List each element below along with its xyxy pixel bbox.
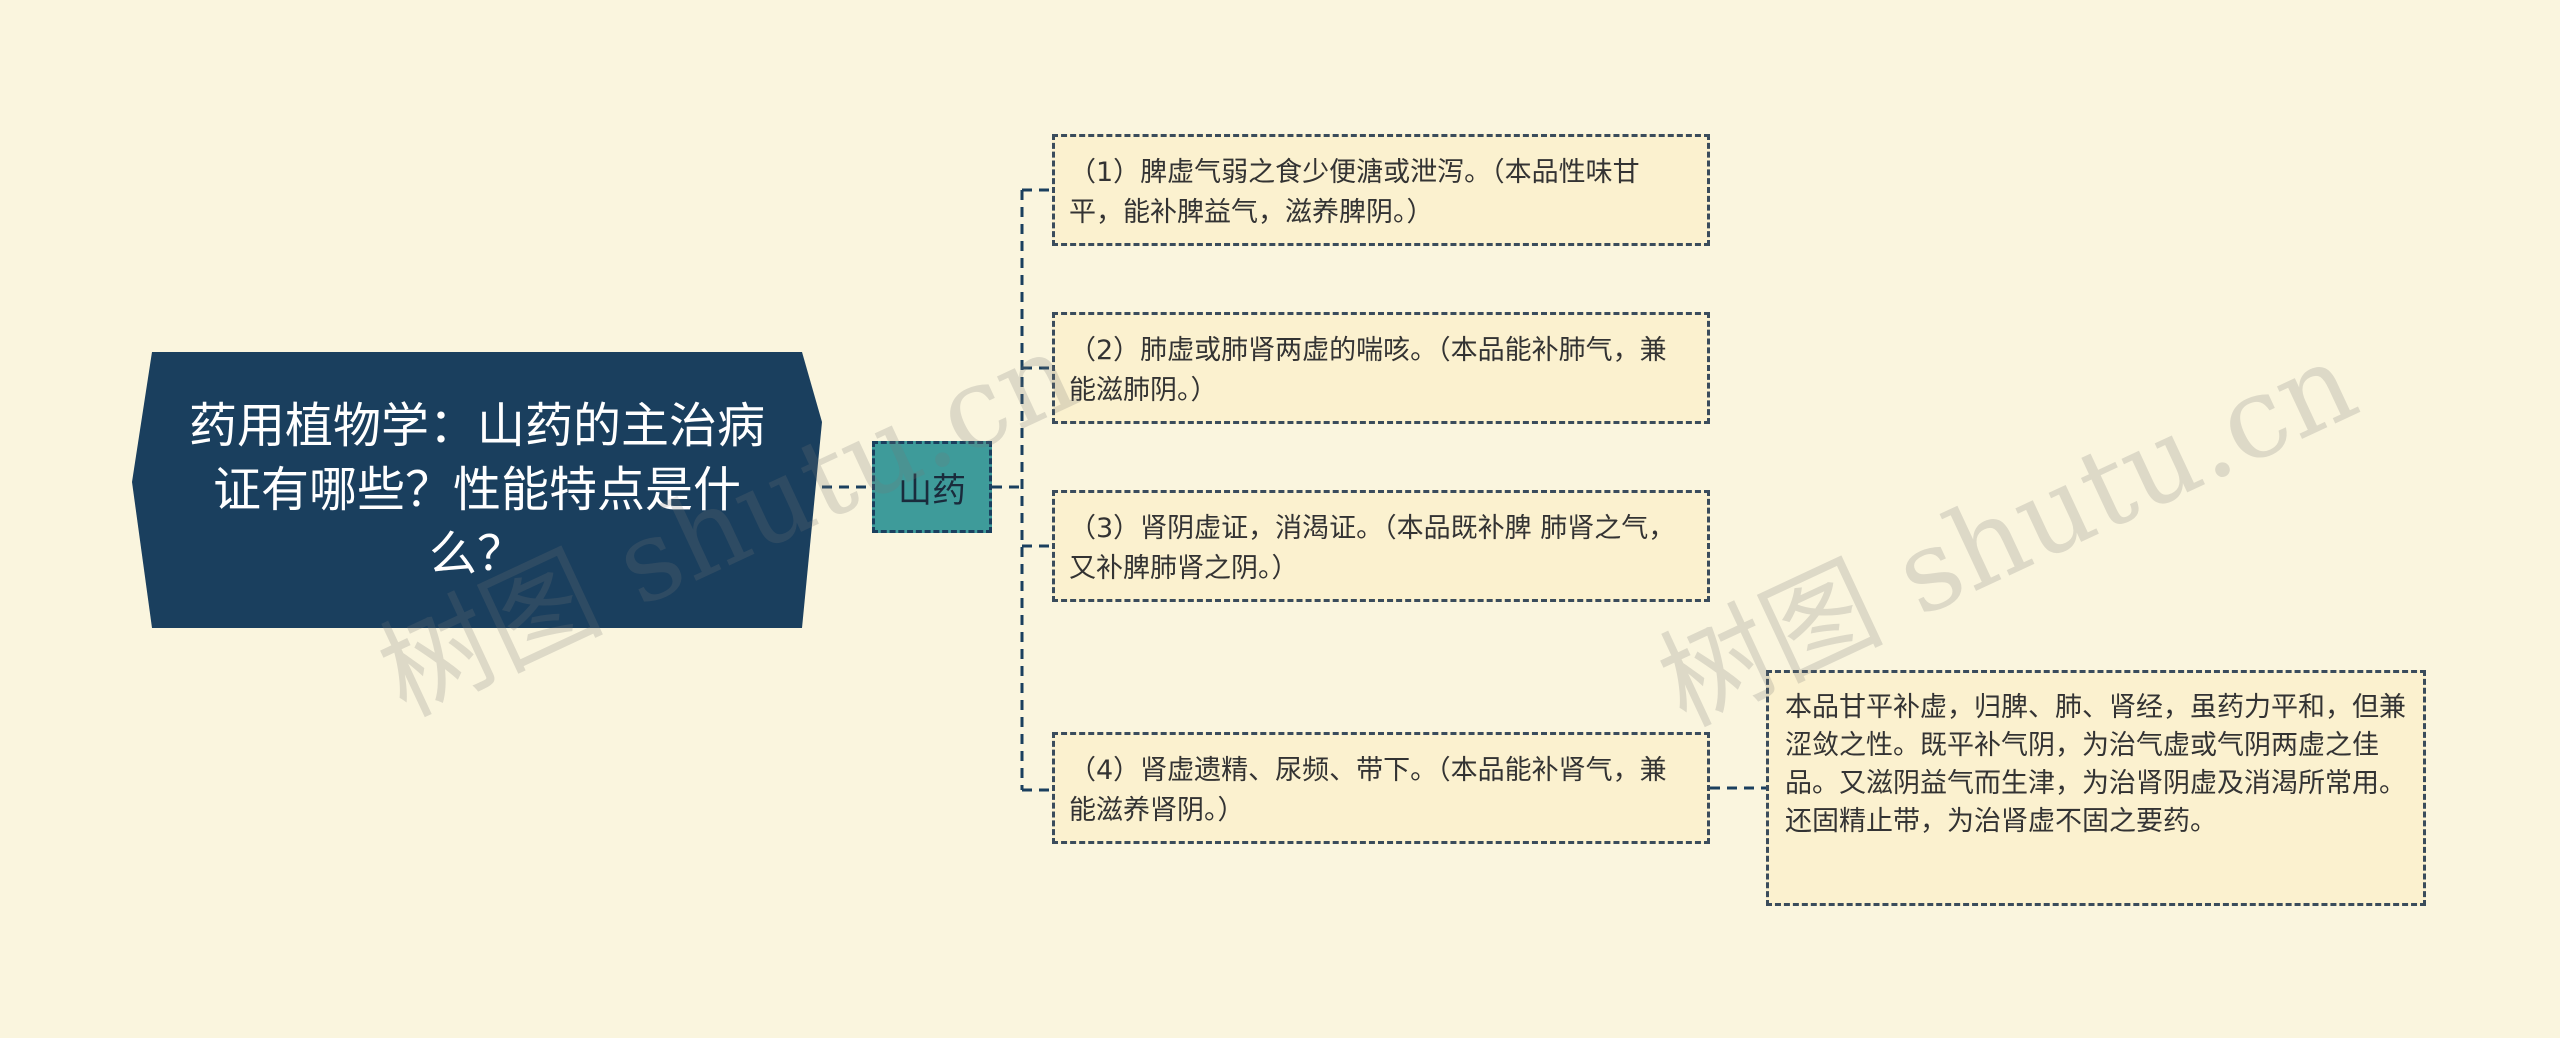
item-node-4[interactable]: （4）肾虚遗精、尿频、带下。（本品能补肾气，兼能滋养肾阴。） (1052, 732, 1710, 844)
item-text: （1）脾虚气弱之食少便溏或泄泻。（本品性味甘平，能补脾益气，滋养脾阴。） (1069, 157, 1640, 228)
item-text: （3）肾阴虚证，消渴证。（本品既补脾 肺肾之气，又补脾肺肾之阴。） (1069, 513, 1676, 584)
root-topic[interactable]: 药用植物学：山药的主治病证有哪些？性能特点是什么？ (132, 352, 822, 628)
item-text: （2）肺虚或肺肾两虚的喘咳。（本品能补肺气，兼能滋肺阴。） (1069, 335, 1667, 406)
item-text: （4）肾虚遗精、尿频、带下。（本品能补肾气，兼能滋养肾阴。） (1069, 755, 1667, 826)
item-node-3[interactable]: （3）肾阴虚证，消渴证。（本品既补脾 肺肾之气，又补脾肺肾之阴。） (1052, 490, 1710, 602)
note-text: 本品甘平补虚，归脾、肺、肾经，虽药力平和，但兼涩敛之性。既平补气阴，为治气虚或气… (1785, 692, 2406, 837)
item-node-2[interactable]: （2）肺虚或肺肾两虚的喘咳。（本品能补肺气，兼能滋肺阴。） (1052, 312, 1710, 424)
note-node[interactable]: 本品甘平补虚，归脾、肺、肾经，虽药力平和，但兼涩敛之性。既平补气阴，为治气虚或气… (1766, 670, 2426, 906)
root-topic-title: 药用植物学：山药的主治病证有哪些？性能特点是什么？ (188, 398, 765, 582)
topic-label: 山药 (898, 470, 966, 511)
topic-node[interactable]: 山药 (872, 441, 992, 533)
item-node-1[interactable]: （1）脾虚气弱之食少便溏或泄泻。（本品性味甘平，能补脾益气，滋养脾阴。） (1052, 134, 1710, 246)
